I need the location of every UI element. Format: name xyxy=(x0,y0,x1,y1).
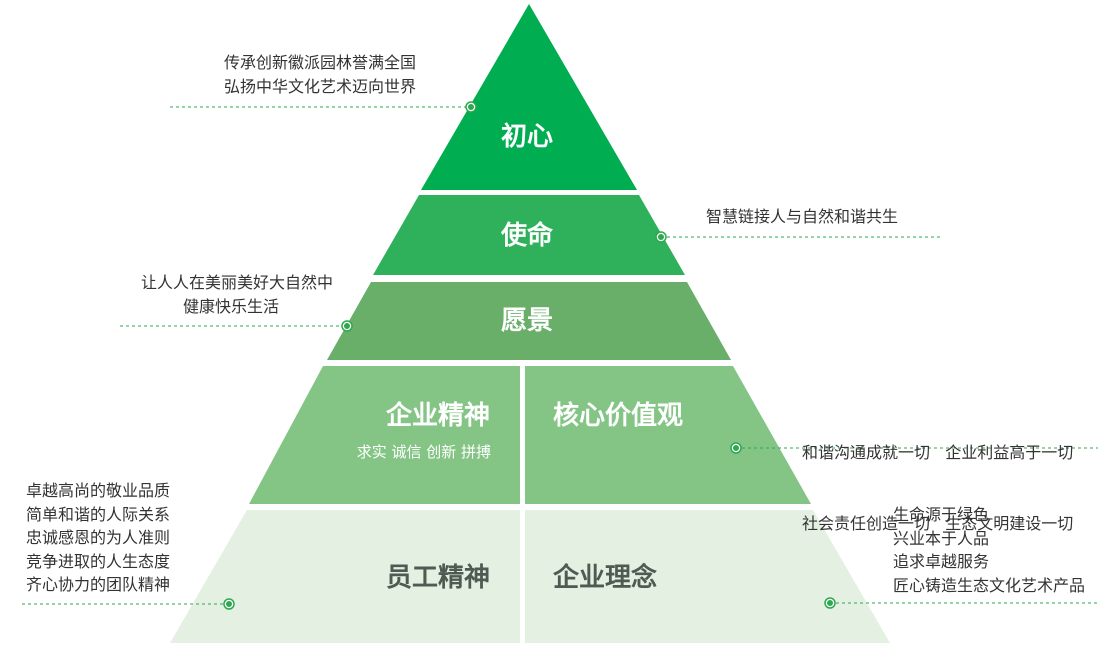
tier-qiye-linian xyxy=(525,510,890,643)
tier-label-yuanjing: 愿景 xyxy=(501,306,554,336)
annotation-shiming: 智慧链接人与自然和谐共生 xyxy=(706,205,898,229)
connector-yuangong-jingshen xyxy=(22,598,235,610)
connector-hexin-jiazhi xyxy=(730,442,1098,454)
tier-label-qiye-jingshen: 企业精神 xyxy=(386,401,491,431)
tier-yuangong-jingshen xyxy=(170,510,520,643)
annotation-line: 竞争进取的人生态度 xyxy=(26,551,171,571)
annotation-qiye-linian: 生命源于绿色 兴业本于人品 追求卓越服务 匠心铸造生态文化艺术产品 xyxy=(893,503,1085,597)
connector-yuanjing xyxy=(120,320,353,332)
annotation-yuanjing: 让人人在美丽美好大自然中 健康快乐生活 xyxy=(90,271,333,318)
tier-hexin-jiazhi xyxy=(525,366,811,504)
connector-qiye-linian xyxy=(824,597,1098,609)
tier-qiye-jingshen xyxy=(249,366,520,504)
annotation-line: 和谐沟通成就一切 企业利益高于一切 xyxy=(802,443,1074,462)
tier-shiming xyxy=(373,195,685,275)
annotation-yuangong-jingshen: 卓越高尚的敬业品质 简单和谐的人际关系 忠诚感恩的为人准则 竞争进取的人生态度 … xyxy=(26,479,170,597)
annotation-line: 智慧链接人与自然和谐共生 xyxy=(706,207,899,226)
annotation-chuxin: 传承创新徽派园林誉满全国 弘扬中华文化艺术迈向世界 xyxy=(224,51,416,98)
tier-label-qiye-linian: 企业理念 xyxy=(553,563,658,593)
tier-label-chuxin: 初心 xyxy=(501,122,554,152)
annotation-line: 卓越高尚的敬业品质 xyxy=(26,481,171,500)
annotation-line: 传承创新徽派园林誉满全国 xyxy=(224,53,417,72)
annotation-line: 忠诚感恩的为人准则 xyxy=(26,528,171,547)
annotation-line: 社会责任创造一切 生态文明建设一切 xyxy=(802,513,1074,533)
annotation-line: 简单和谐的人际关系 xyxy=(26,504,171,524)
annotation-line: 齐心协力的团队精神 xyxy=(26,575,171,594)
annotation-line: 生命源于绿色 xyxy=(893,505,990,524)
tier-label-yuangong-jingshen: 员工精神 xyxy=(386,563,491,593)
tier-label-hexin-jiazhi: 核心价值观 xyxy=(553,401,684,431)
annotation-line: 兴业本于人品 xyxy=(893,528,990,548)
connector-chuxin xyxy=(170,101,477,113)
annotation-line: 匠心铸造生态文化艺术产品 xyxy=(893,575,1086,595)
tier-chuxin xyxy=(421,4,637,190)
tier-yuanjing xyxy=(327,282,731,360)
tier-sublabel-qiye-jingshen: 求实 诚信 创新 拼搏 xyxy=(356,443,491,461)
annotation-line: 让人人在美丽美好大自然中 xyxy=(140,273,333,292)
annotation-line: 弘扬中华文化艺术迈向世界 xyxy=(224,76,417,96)
connector-shiming xyxy=(655,231,942,243)
annotation-line: 健康快乐生活 xyxy=(182,296,279,316)
annotation-hexin-jiazhi: 和谐沟通成就一切 企业利益高于一切 社会责任创造一切 生态文明建设一切 xyxy=(802,394,1073,559)
annotation-line: 追求卓越服务 xyxy=(893,552,990,571)
tier-label-shiming: 使命 xyxy=(501,221,554,251)
